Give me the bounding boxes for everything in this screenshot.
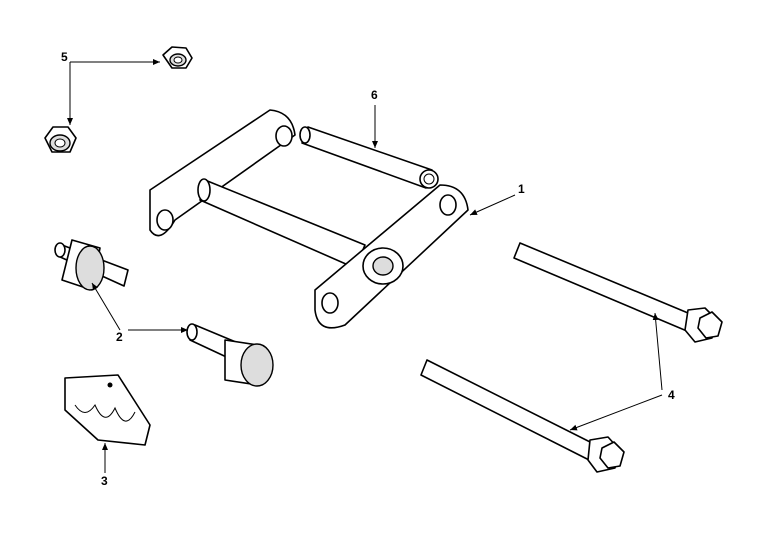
leader-lines [67,59,663,473]
bushing-bottom [186,323,274,387]
callout-5: 5 [61,50,68,64]
nut-bottom [44,126,77,153]
callout-4: 4 [668,388,675,402]
callout-3: 3 [101,474,108,488]
bolt-top [513,242,723,343]
insulator [64,374,151,446]
callout-2: 2 [116,330,123,344]
bushing-top [54,239,129,291]
shackle-assembly [149,109,469,329]
bolt-bottom [420,359,625,473]
shackle-pin [299,126,439,189]
callout-1: 1 [518,182,525,196]
nut-top [162,46,193,69]
callout-6: 6 [371,88,378,102]
